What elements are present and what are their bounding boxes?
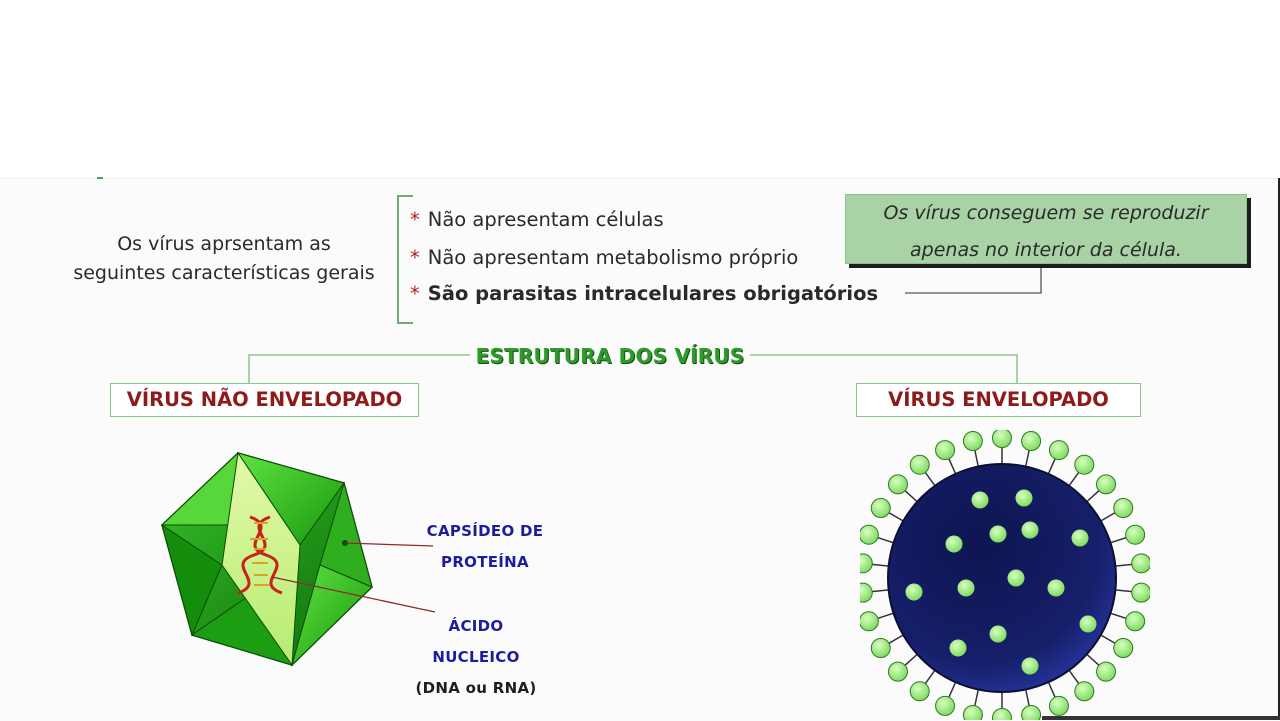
nucleic-acid-label: ÁCIDO NUCLEICO (DNA ou RNA) bbox=[404, 611, 548, 704]
spike-head bbox=[1074, 454, 1095, 475]
characteristic-item: * São parasitas intracelulares obrigatóri… bbox=[410, 282, 878, 305]
spike-head bbox=[887, 474, 908, 495]
spike-head bbox=[1021, 704, 1042, 720]
bracket bbox=[397, 195, 413, 324]
left-branch-line bbox=[248, 354, 470, 383]
surface-protein bbox=[1021, 657, 1039, 675]
spike-head bbox=[962, 704, 983, 720]
spike-head bbox=[1096, 474, 1117, 495]
surface-protein bbox=[1071, 529, 1089, 547]
spike-head bbox=[962, 431, 983, 452]
surface-protein bbox=[1079, 615, 1097, 633]
enveloped-label: VÍRUS ENVELOPADO bbox=[856, 383, 1141, 417]
surface-protein bbox=[989, 625, 1007, 643]
spike-head bbox=[909, 681, 930, 702]
surface-proteins bbox=[905, 489, 1097, 675]
spike-head bbox=[909, 454, 930, 475]
note-line-1: Os vírus conseguem se reproduzir bbox=[883, 202, 1209, 224]
spike-head bbox=[1074, 681, 1095, 702]
spike-head bbox=[860, 553, 873, 574]
bullet-marker: * bbox=[410, 246, 420, 269]
spike-head bbox=[1048, 695, 1069, 716]
icosahedral-capsid-icon bbox=[160, 451, 373, 667]
note-connector bbox=[905, 262, 1042, 294]
acid-pointer bbox=[271, 576, 436, 613]
capsid-label: CAPSÍDEO DE PROTEÍNA bbox=[410, 516, 560, 578]
corner-mark bbox=[97, 177, 103, 179]
spike-head bbox=[1131, 553, 1150, 574]
capsid-label-line-1: CAPSÍDEO DE bbox=[426, 522, 544, 540]
spike-head bbox=[860, 611, 879, 632]
surface-protein bbox=[905, 583, 923, 601]
surface-protein bbox=[971, 491, 989, 509]
characteristic-text: Não apresentam células bbox=[427, 208, 664, 231]
surface-protein bbox=[1047, 579, 1065, 597]
spike-head bbox=[887, 661, 908, 682]
spike-head bbox=[1125, 524, 1146, 545]
surface-protein bbox=[1021, 521, 1039, 539]
spike-head bbox=[1131, 582, 1150, 603]
characteristic-text: Não apresentam metabolismo próprio bbox=[427, 246, 799, 269]
dna-helix-icon bbox=[237, 515, 283, 595]
note-box: Os vírus conseguem se reproduzir apenas … bbox=[845, 194, 1247, 264]
enveloped-virus-icon bbox=[860, 430, 1150, 720]
acid-label-line-3: (DNA ou RNA) bbox=[415, 679, 537, 697]
slide-edge bbox=[1278, 178, 1280, 720]
spike-head bbox=[935, 440, 956, 461]
spike-head bbox=[1096, 661, 1117, 682]
spike-head bbox=[1113, 498, 1134, 518]
surface-protein bbox=[1007, 569, 1025, 587]
surface-protein bbox=[989, 525, 1007, 543]
characteristic-text: São parasitas intracelulares obrigatório… bbox=[427, 282, 879, 305]
acid-label-line-1: ÁCIDO bbox=[448, 617, 504, 635]
surface-protein bbox=[945, 535, 963, 553]
spike-head bbox=[1125, 611, 1146, 632]
bullet-marker: * bbox=[410, 282, 420, 305]
characteristic-item: * Não apresentam células bbox=[410, 208, 664, 231]
intro-line-2: seguintes características gerais bbox=[73, 262, 375, 284]
characteristic-item: * Não apresentam metabolismo próprio bbox=[410, 246, 798, 269]
intro-text: Os vírus aprsentam as seguintes caracter… bbox=[56, 230, 392, 288]
intro-line-1: Os vírus aprsentam as bbox=[117, 233, 331, 255]
spike-head bbox=[870, 498, 891, 518]
spike-head bbox=[870, 638, 891, 658]
surface-protein bbox=[949, 639, 967, 657]
spike-head bbox=[1113, 638, 1134, 658]
spike-head bbox=[1021, 431, 1042, 452]
capsid-label-line-2: PROTEÍNA bbox=[441, 553, 529, 571]
bullet-marker: * bbox=[410, 208, 420, 231]
right-branch-line bbox=[750, 354, 1018, 383]
spike-head bbox=[935, 695, 956, 716]
surface-protein bbox=[1015, 489, 1033, 507]
spike-head bbox=[992, 430, 1012, 448]
spike-head bbox=[1048, 440, 1069, 461]
spike-head bbox=[860, 524, 879, 545]
bottom-bar bbox=[1042, 716, 1280, 720]
spike-head bbox=[992, 708, 1012, 720]
acid-label-line-2: NUCLEICO bbox=[432, 648, 520, 666]
note-line-2: apenas no interior da célula. bbox=[910, 239, 1182, 261]
capsid-pointer bbox=[344, 542, 434, 547]
structure-title: ESTRUTURA DOS VÍRUS bbox=[475, 344, 745, 368]
surface-protein bbox=[957, 579, 975, 597]
spike-head bbox=[860, 582, 873, 603]
non-enveloped-label: VÍRUS NÃO ENVELOPADO bbox=[110, 383, 419, 417]
